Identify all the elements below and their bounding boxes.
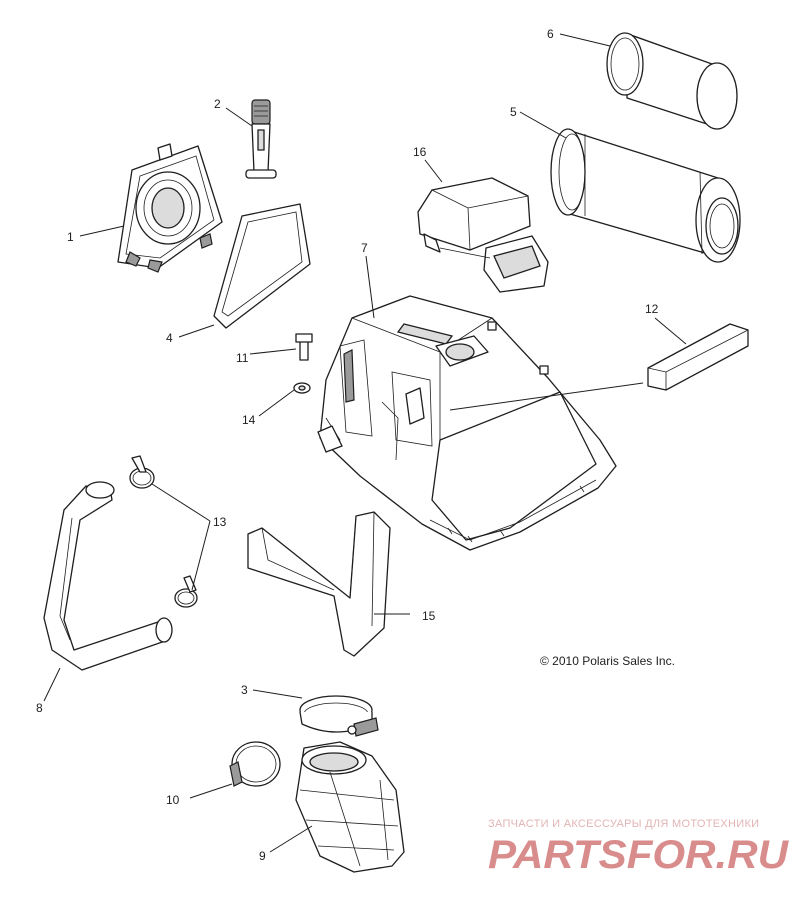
callout-11: 11 — [236, 351, 249, 365]
callout-15: 15 — [422, 609, 436, 623]
watermark-logo: PARTSFOR.RU — [488, 833, 789, 876]
part-16-inlet-duct — [417, 177, 549, 293]
copyright-notice: © 2010 Polaris Sales Inc. — [540, 654, 675, 668]
callout-6: 6 — [547, 27, 554, 41]
callout-14: 14 — [242, 413, 256, 427]
callout-10: 10 — [166, 793, 180, 807]
watermark-tagline: ЗАПЧАСТИ И АКСЕССУАРЫ ДЛЯ МОТОТЕХНИКИ — [488, 818, 760, 830]
part-6-prefilter — [606, 32, 738, 130]
callout-2: 2 — [214, 97, 221, 111]
callout-12: 12 — [645, 302, 659, 316]
part-5-air-filter — [550, 128, 741, 263]
part-7-airbox — [317, 295, 617, 551]
callout-5: 5 — [510, 105, 517, 119]
callout-9: 9 — [259, 849, 266, 863]
callout-labels: 1 2 3 4 5 6 7 8 9 10 11 12 13 14 15 16 — [36, 27, 659, 863]
callout-7: 7 — [361, 241, 368, 255]
callout-16: 16 — [413, 145, 427, 159]
part-15-v-foam — [247, 511, 391, 657]
callout-3: 3 — [241, 683, 248, 697]
part-12-foam-block — [647, 323, 749, 391]
part-3-large-clamp — [299, 695, 379, 737]
part-4-seal — [213, 203, 311, 329]
part-11-bolt — [295, 333, 313, 361]
callout-4: 4 — [166, 331, 173, 345]
part-13-clamps — [129, 455, 198, 608]
part-10-small-clamp — [229, 741, 281, 787]
part-9-boot — [295, 741, 405, 873]
callout-1: 1 — [67, 230, 74, 244]
watermark-logo-text: PARTSFOR.RU — [488, 833, 789, 876]
part-2-latch — [245, 99, 277, 179]
callout-13: 13 — [213, 515, 227, 529]
part-14-washer — [293, 382, 311, 394]
callout-8: 8 — [36, 701, 43, 715]
part-8-vent-hose — [43, 481, 173, 671]
part-1-cover — [117, 143, 223, 273]
leader-lines — [43, 33, 687, 853]
